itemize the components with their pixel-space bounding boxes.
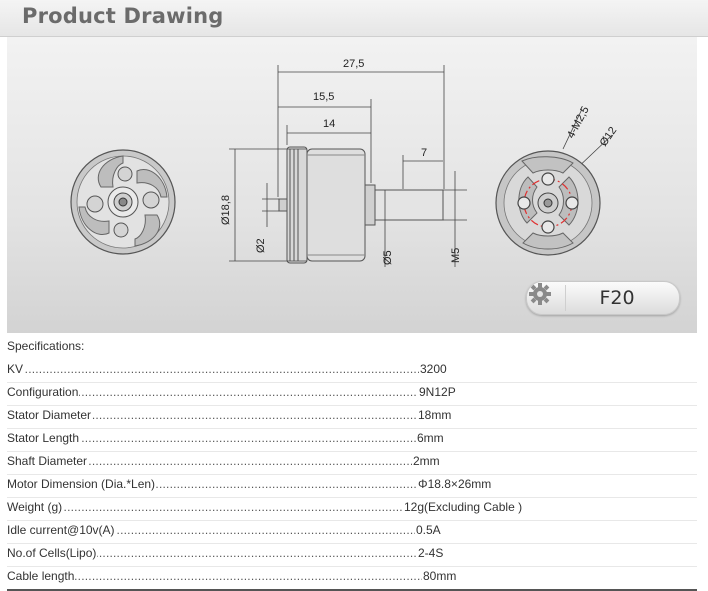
spec-row: ........................................…: [7, 406, 697, 429]
spec-value: 80mm: [422, 567, 457, 585]
specs-heading: Specifications:: [7, 339, 85, 353]
spec-value: 0.5A: [415, 521, 441, 539]
dim-diameter-2: Ø2: [255, 238, 267, 253]
dim-shaft-protrusion: 7: [421, 147, 427, 159]
badge-separator: [565, 285, 566, 311]
model-name: F20: [599, 287, 635, 309]
spec-row: ........................................…: [7, 498, 697, 521]
spec-row: ........................................…: [7, 521, 697, 544]
spec-label: Configuration: [7, 383, 80, 401]
spec-value: 3200: [419, 360, 447, 378]
product-drawing: 27,5 15,5 14 7 Ø18,8 Ø2 Ø5 M5 4-M2,5 Ø12: [7, 37, 697, 333]
dim-overall-length: 27,5: [343, 58, 364, 70]
leader-dots: ........................................…: [7, 569, 422, 583]
spec-label: Idle current@10v(A): [7, 521, 116, 539]
leader-dots: ........................................…: [7, 385, 418, 399]
dim-mount-holes: 4-M2,5: [565, 105, 592, 141]
spec-value: Φ18.8×26mm: [417, 475, 492, 493]
spec-label: Shaft Diameter: [7, 452, 89, 470]
spec-row: ........................................…: [7, 452, 697, 475]
technical-drawing-svg: 27,5 15,5 14 7 Ø18,8 Ø2 Ø5 M5 4-M2,5 Ø12: [70, 58, 619, 267]
motor-rear-view: [495, 108, 613, 256]
dimension-lines: [229, 65, 467, 267]
spec-row: ........................................…: [7, 360, 697, 383]
dim-body-length: 14: [323, 118, 335, 130]
motor-front-view: [70, 149, 176, 255]
leader-dots: ........................................…: [7, 546, 417, 560]
spec-value: 9N12P: [418, 383, 456, 401]
spec-label: KV: [7, 360, 25, 378]
section-header: Product Drawing: [0, 0, 708, 37]
dim-diameter-5: Ø5: [382, 250, 394, 265]
spec-row: ........................................…: [7, 475, 697, 498]
spec-row: ........................................…: [7, 383, 697, 406]
motor-side-view: [278, 146, 444, 264]
leader-dots: ........................................…: [7, 500, 403, 514]
leader-dots: ........................................…: [7, 362, 419, 376]
spec-label: Motor Dimension (Dia.*Len): [7, 475, 157, 493]
section-title: Product Drawing: [22, 4, 224, 28]
spec-value: 12g(Excluding Cable ): [403, 498, 523, 516]
spec-row: ........................................…: [7, 544, 697, 567]
spec-value: 2-4S: [417, 544, 444, 562]
dim-m5: M5: [450, 248, 462, 263]
model-badge: F20: [526, 281, 680, 315]
spec-row: ........................................…: [7, 567, 697, 591]
leader-dots: ........................................…: [7, 454, 412, 468]
spec-value: 2mm: [412, 452, 440, 470]
spec-label: Weight (g): [7, 498, 64, 516]
leader-dots: ........................................…: [7, 431, 416, 445]
dim-diameter-body: Ø18,8: [220, 195, 232, 225]
leader-dots: ........................................…: [7, 408, 417, 422]
spec-label: No.of Cells(Lipo): [7, 544, 98, 562]
spec-value: 18mm: [417, 406, 452, 424]
spec-label: Cable length: [7, 567, 76, 585]
dim-body-bell: 15,5: [313, 91, 334, 103]
spec-label: Stator Diameter: [7, 406, 93, 424]
specifications: Specifications: ........................…: [7, 338, 697, 591]
spec-value: 6mm: [416, 429, 444, 447]
spec-row: ........................................…: [7, 429, 697, 452]
gear-icon: [529, 283, 551, 305]
spec-label: Stator Length: [7, 429, 81, 447]
